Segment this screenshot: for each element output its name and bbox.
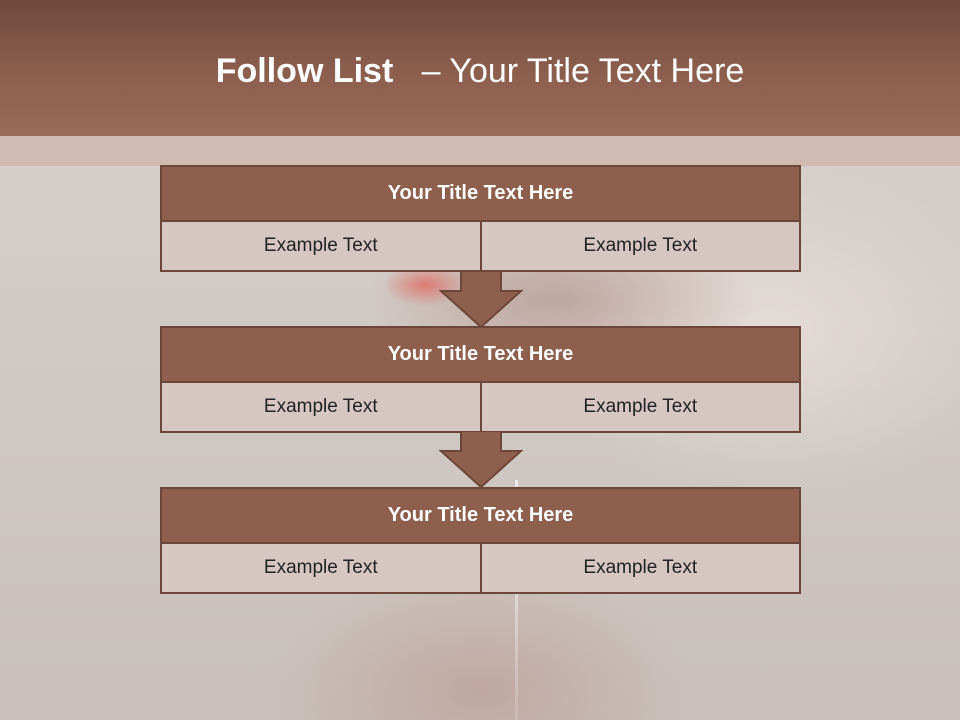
step-1-cell-left: Example Text bbox=[160, 222, 482, 272]
step-2-title: Your Title Text Here bbox=[160, 326, 801, 383]
step-2-cell-left: Example Text bbox=[160, 383, 482, 433]
step-1-title: Your Title Text Here bbox=[160, 165, 801, 222]
step-2-cell-right: Example Text bbox=[481, 383, 801, 433]
step-3-cell-right: Example Text bbox=[481, 544, 801, 594]
down-arrow-2 bbox=[438, 431, 524, 489]
step-1-cell-right: Example Text bbox=[481, 222, 801, 272]
step-2: Your Title Text Here Example Text Exampl… bbox=[160, 326, 801, 433]
step-1: Your Title Text Here Example Text Exampl… bbox=[160, 165, 801, 272]
step-3-row: Example Text Example Text bbox=[160, 544, 801, 594]
step-1-row: Example Text Example Text bbox=[160, 222, 801, 272]
step-2-row: Example Text Example Text bbox=[160, 383, 801, 433]
slide-title-separator bbox=[403, 52, 412, 90]
header-band bbox=[0, 0, 960, 136]
down-arrow-1 bbox=[438, 271, 524, 329]
slide-title-rest: – Your Title Text Here bbox=[421, 52, 745, 90]
slide-title-bold: Follow List bbox=[215, 52, 394, 90]
step-3-cell-left: Example Text bbox=[160, 544, 482, 594]
step-3-title: Your Title Text Here bbox=[160, 487, 801, 544]
glass-stem-highlight bbox=[515, 480, 518, 720]
slide-title: Follow List – Your Title Text Here bbox=[0, 52, 960, 91]
header-sub-band bbox=[0, 136, 960, 166]
step-3: Your Title Text Here Example Text Exampl… bbox=[160, 487, 801, 594]
